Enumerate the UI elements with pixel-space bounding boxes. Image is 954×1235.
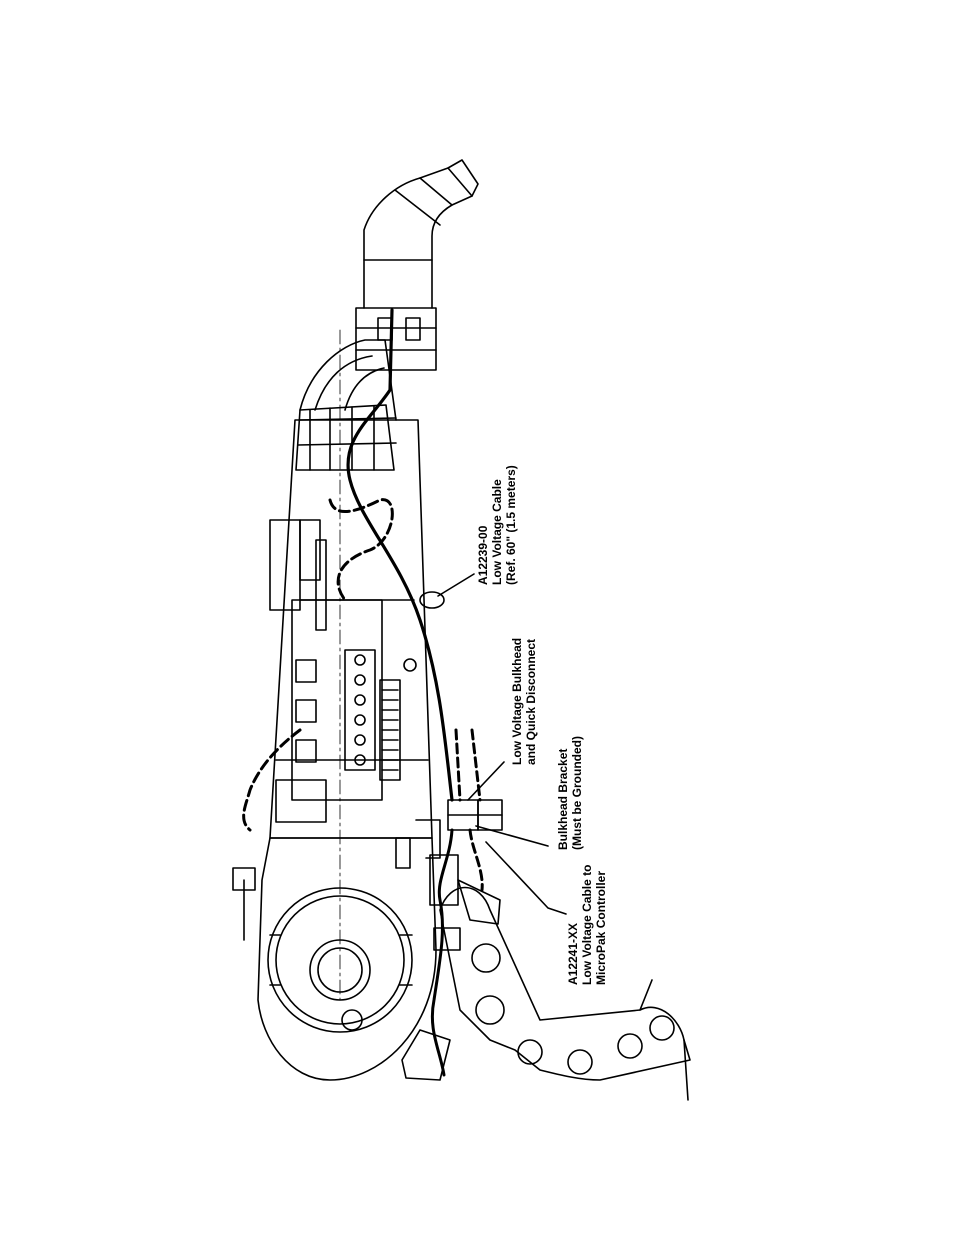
callout-bulkhead-bracket-line1: Bulkhead Bracket (556, 736, 570, 850)
callout-a12241-part: A12241-XX (566, 865, 580, 985)
leader-a12239 (438, 574, 474, 596)
callout-a12239: A12239-00 Low Voltage Cable (Ref. 60" (1… (476, 465, 518, 585)
callout-bulkhead-bracket-line2: (Must be Grounded) (570, 736, 584, 850)
bulkhead-bracket (416, 820, 440, 858)
linkage-arm (440, 888, 690, 1081)
gear-housing (258, 838, 436, 1080)
callout-bulkhead-bracket: Bulkhead Bracket (Must be Grounded) (556, 736, 584, 850)
callout-a12241-line1: Low Voltage Cable to (580, 865, 594, 985)
bulkhead-cable-a (456, 730, 460, 800)
callout-a12241-line2: MicroPak Controller (594, 865, 608, 985)
leader-bulkhead-disconnect (468, 762, 504, 800)
callout-bulkhead-disconnect-line2: and Quick Disconnect (524, 638, 538, 765)
callout-a12241: A12241-XX Low Voltage Cable to MicroPak … (566, 865, 608, 985)
inlet-pipe (364, 178, 452, 308)
callout-a12239-line1: Low Voltage Cable (490, 465, 504, 585)
coupling (356, 308, 436, 370)
callout-a12239-part: A12239-00 (476, 465, 490, 585)
callout-a12239-line2: (Ref. 60" (1.5 meters) (504, 465, 518, 585)
dashed-hose (330, 500, 392, 600)
leader-a12241 (486, 842, 566, 914)
callout-bulkhead-disconnect: Low Voltage Bulkhead and Quick Disconnec… (510, 638, 538, 765)
callout-bulkhead-disconnect-line1: Low Voltage Bulkhead (510, 638, 524, 765)
